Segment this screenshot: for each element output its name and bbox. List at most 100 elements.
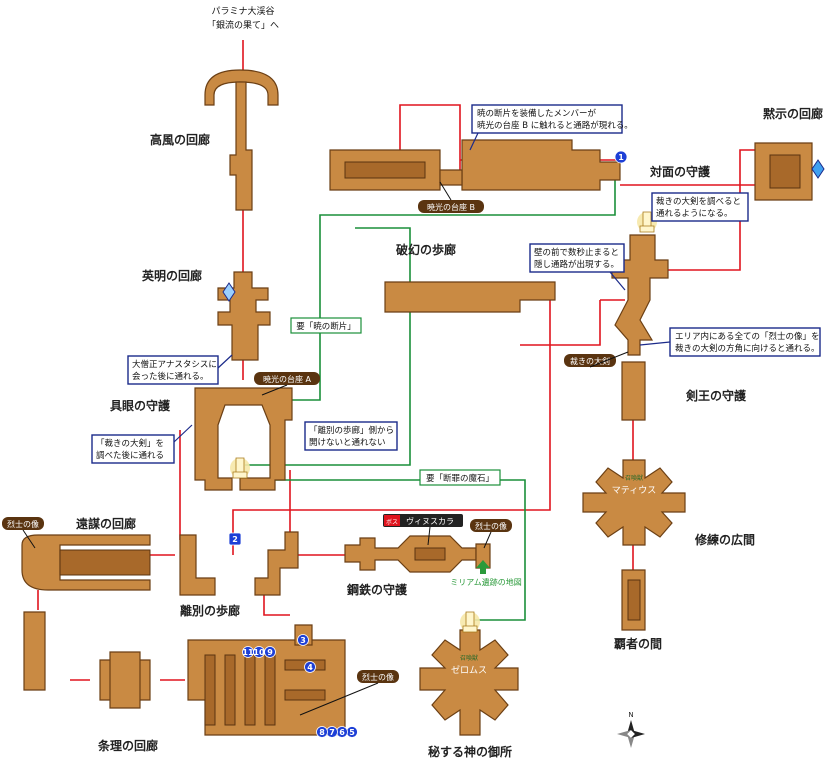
sword-pedestal-icon <box>230 457 250 479</box>
tag-statue-3: 烈士の像 <box>357 670 399 683</box>
tag-statue-2: 烈士の像 <box>470 519 512 532</box>
svg-text:10: 10 <box>253 648 265 657</box>
room-enbou <box>21 534 151 591</box>
svg-text:「離別の歩廊」側から: 「離別の歩廊」側から <box>309 425 394 436</box>
area-label-jouri: 条理の回廊 <box>97 738 158 753</box>
svg-text:7: 7 <box>329 728 335 737</box>
tag-venus: ボス ヴィヌスカラ <box>383 514 463 527</box>
room-hikyoku <box>419 629 519 736</box>
area-label-koutetsu: 鋼鉄の守護 <box>346 582 408 597</box>
area-label-mokuji: 黙示の回廊 <box>763 106 823 121</box>
marker-2: 2 <box>228 532 242 546</box>
svg-text:暁光の台座 A: 暁光の台座 A <box>263 374 312 384</box>
marker-3: 3 <box>297 634 309 646</box>
svg-text:ボス: ボス <box>386 518 398 526</box>
room-ribetsu <box>179 531 299 596</box>
svg-text:ゼロムス: ゼロムス <box>451 664 487 676</box>
summon-zeromus: 召喚獣 ゼロムス <box>451 654 487 676</box>
room-koutetsu <box>344 535 491 573</box>
svg-text:烈士の像: 烈士の像 <box>475 521 507 531</box>
area-label-shuren: 修練の広間 <box>694 532 755 547</box>
area-label-hagen: 破幻の歩廊 <box>396 242 456 257</box>
svg-text:裁きの大剣の方角に向けると通れる。: 裁きの大剣の方角に向けると通れる。 <box>675 343 820 354</box>
svg-text:エリア内にある全ての「烈士の像」を: エリア内にある全ての「烈士の像」を <box>675 331 820 342</box>
svg-text:開けないと通れない: 開けないと通れない <box>309 437 386 448</box>
svg-text:11: 11 <box>242 648 254 657</box>
svg-text:1: 1 <box>618 153 624 162</box>
svg-text:要「暁の断片」: 要「暁の断片」 <box>296 321 356 332</box>
svg-text:2: 2 <box>232 535 238 544</box>
room-hasha <box>621 569 646 631</box>
svg-text:暁光の台座 B: 暁光の台座 B <box>427 202 475 212</box>
marker-4: 4 <box>304 661 316 673</box>
marker-10: 10 <box>253 646 265 658</box>
room-hagen <box>384 281 556 313</box>
svg-text:暁光の台座 B に触れると通路が現れる。: 暁光の台座 B に触れると通路が現れる。 <box>477 120 633 131</box>
svg-text:3: 3 <box>300 636 306 645</box>
svg-text:裁きの大剣: 裁きの大剣 <box>570 356 610 366</box>
green-routes <box>245 170 616 621</box>
svg-text:壁の前で数秒止まると: 壁の前で数秒止まると <box>534 247 619 258</box>
note-one-way: 「離別の歩廊」側から 開けないと通れない <box>304 421 398 451</box>
svg-text:マティウス: マティウス <box>612 485 656 496</box>
area-label-taimen: 対面の守護 <box>649 164 711 179</box>
tag-sabaki: 裁きの大剣 <box>564 354 616 367</box>
svg-text:8: 8 <box>319 728 325 737</box>
svg-text:暁の断片を装備したメンバーが: 暁の断片を装備したメンバーが <box>477 108 597 119</box>
top-exit-line1: パラミナ大渓谷 <box>211 5 274 17</box>
note-daiza-b: 暁の断片を装備したメンバーが 暁光の台座 B に触れると通路が現れる。 <box>469 104 633 151</box>
area-label-eimei: 英明の回廊 <box>142 268 202 283</box>
marker-9: 9 <box>264 646 276 658</box>
tag-statue-1: 烈士の像 <box>2 517 44 530</box>
miriam-map-label: ミリアム遺跡の地図 <box>450 577 521 587</box>
summon-mateus: 召喚獣 マティウス <box>612 474 656 496</box>
note-statue-turn: エリア内にある全ての「烈士の像」を 裁きの大剣の方角に向けると通れる。 <box>639 327 821 357</box>
svg-text:隠し通路が出現する。: 隠し通路が出現する。 <box>534 259 619 270</box>
sword-pedestal-icon <box>460 611 480 633</box>
marker-7: 7 <box>326 726 338 738</box>
note-sabaki-check: 裁きの大剣を調べると 通れるようになる。 <box>651 192 749 222</box>
svg-text:烈士の像: 烈士の像 <box>362 672 394 682</box>
area-label-koufuu: 高風の回廊 <box>150 132 210 147</box>
room-eimei <box>217 271 271 361</box>
tag-daiza-a: 暁光の台座 A <box>254 372 320 385</box>
room-shuren <box>582 459 686 546</box>
svg-text:要「断罪の魔石」: 要「断罪の魔石」 <box>426 473 494 484</box>
svg-text:通れるようになる。: 通れるようになる。 <box>656 208 733 219</box>
svg-text:調べた後に通れる: 調べた後に通れる <box>96 450 164 461</box>
room-gugan <box>194 387 293 491</box>
svg-text:召喚獣: 召喚獣 <box>460 654 478 662</box>
crystal-icon <box>811 159 825 179</box>
svg-text:大僧正アナスタシスに: 大僧正アナスタシスに <box>132 359 217 370</box>
area-label-gugan: 具眼の守護 <box>110 398 171 413</box>
svg-text:召喚獣: 召喚獣 <box>625 474 643 482</box>
note-hidden-path: 壁の前で数秒止まると 隠し通路が出現する。 <box>529 243 626 291</box>
svg-text:会った後に通れる。: 会った後に通れる。 <box>132 371 209 382</box>
note-anastasis: 大僧正アナスタシスに 会った後に通れる。 <box>127 354 233 385</box>
svg-text:N: N <box>628 711 633 719</box>
svg-text:「裁きの大剣」を: 「裁きの大剣」を <box>96 438 164 449</box>
note-sword-check: 「裁きの大剣」を 調べた後に通れる <box>91 424 193 464</box>
svg-text:5: 5 <box>349 728 355 737</box>
key-danzai-box: 要「断罪の魔石」 <box>419 469 501 486</box>
room-kenou <box>611 234 669 421</box>
marker-6: 6 <box>336 726 348 738</box>
marker-1: 1 <box>614 150 628 164</box>
marker-8: 8 <box>316 726 328 738</box>
tag-daiza-b: 暁光の台座 B <box>418 200 484 213</box>
svg-text:4: 4 <box>307 663 313 672</box>
room-mokuji <box>754 142 813 201</box>
area-label-hikyoku: 秘する神の御所 <box>428 744 512 759</box>
svg-text:9: 9 <box>267 648 273 657</box>
key-akatsuki-box: 要「暁の断片」 <box>290 317 362 334</box>
crystal-icon <box>222 282 236 302</box>
room-jouri <box>23 611 346 736</box>
top-exit-line2: 「銀流の果て」へ <box>207 19 279 31</box>
marker-11: 11 <box>242 646 254 658</box>
area-label-enbou: 遠謀の回廊 <box>76 516 136 531</box>
area-label-ribetsu: 離別の歩廊 <box>180 603 240 618</box>
svg-text:ヴィヌスカラ: ヴィヌスカラ <box>406 516 454 526</box>
svg-text:烈士の像: 烈士の像 <box>7 519 39 529</box>
area-label-hasha: 覇者の間 <box>614 636 662 651</box>
